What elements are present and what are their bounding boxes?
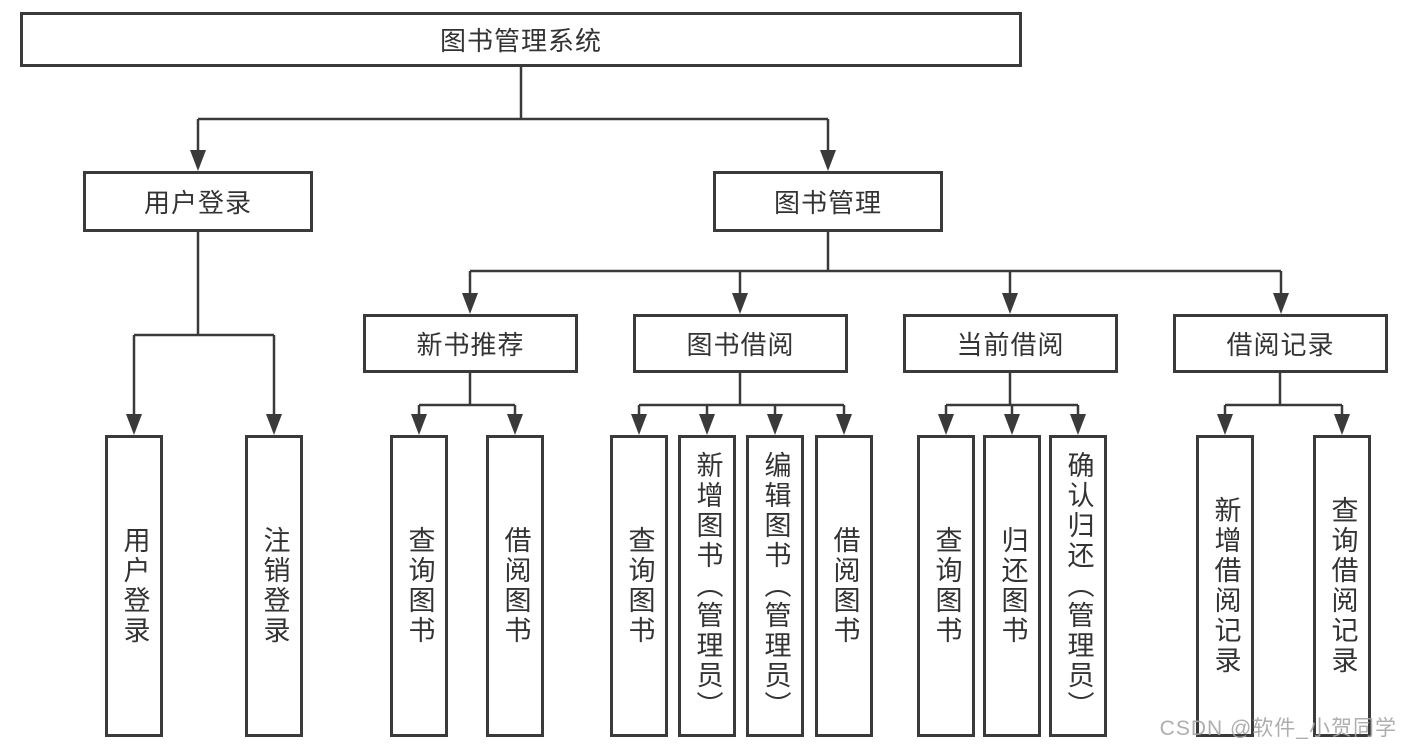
leaf-edit-books-admin: 编辑图书（管理员）	[746, 435, 804, 737]
arrowhead	[938, 414, 954, 435]
node-label: 用户登录	[143, 188, 252, 218]
arrowhead	[411, 414, 427, 435]
node-label: 图书管理系统	[439, 26, 602, 56]
leaf-label: 查询借阅记录	[1327, 496, 1358, 676]
leaf-label: 借阅图书	[500, 526, 531, 646]
node-current-borrowing: 当前借阅	[903, 314, 1118, 373]
leaf-borrow-books: 借阅图书	[815, 435, 873, 737]
node-user-login: 用户登录	[83, 171, 313, 232]
leaf-user-login: 用户登录	[105, 435, 163, 737]
arrowhead	[767, 414, 783, 435]
arrowhead	[732, 293, 748, 314]
arrowhead	[836, 414, 852, 435]
leaf-label: 新增图书（管理员）	[692, 451, 723, 721]
arrowhead	[820, 150, 836, 171]
leaf-add-books-admin: 新增图书（管理员）	[678, 435, 736, 737]
leaf-label: 借阅图书	[829, 526, 860, 646]
leaf-label: 查询图书	[624, 526, 655, 646]
node-label: 图书管理	[773, 188, 882, 218]
leaf-add-borrow-record: 新增借阅记录	[1196, 435, 1254, 737]
leaf-label: 新增借阅记录	[1210, 496, 1241, 676]
arrowhead	[1004, 414, 1020, 435]
arrowhead	[190, 150, 206, 171]
leaf-query-borrow-record: 查询借阅记录	[1313, 435, 1371, 737]
arrowhead	[507, 414, 523, 435]
leaf-logout: 注销登录	[245, 435, 303, 737]
node-label: 当前借阅	[956, 330, 1065, 360]
leaf-label: 编辑图书（管理员）	[760, 451, 791, 721]
leaf-confirm-return-admin: 确认归还（管理员）	[1049, 435, 1107, 737]
leaf-label: 注销登录	[259, 526, 290, 646]
node-book-management: 图书管理	[713, 171, 943, 232]
leaf-borrow-books: 借阅图书	[486, 435, 544, 737]
leaf-label: 查询图书	[404, 526, 435, 646]
arrowhead	[631, 414, 647, 435]
arrowhead	[1217, 414, 1233, 435]
node-label: 图书借阅	[686, 330, 795, 360]
node-book-borrowing: 图书借阅	[633, 314, 848, 373]
arrowhead	[462, 293, 478, 314]
node-label: 新书推荐	[416, 330, 525, 360]
csdn-watermark: CSDN @软件_小贺同学	[1159, 717, 1397, 740]
arrowhead	[126, 414, 142, 435]
arrowhead	[699, 414, 715, 435]
leaf-label: 查询图书	[931, 526, 962, 646]
leaf-query-books: 查询图书	[610, 435, 668, 737]
arrowhead	[1273, 293, 1289, 314]
leaf-label: 确认归还（管理员）	[1063, 451, 1094, 721]
node-library-system: 图书管理系统	[20, 12, 1022, 67]
leaf-query-books: 查询图书	[917, 435, 975, 737]
leaf-label: 用户登录	[119, 526, 150, 646]
leaf-query-books: 查询图书	[390, 435, 448, 737]
arrowhead	[266, 414, 282, 435]
leaf-label: 归还图书	[997, 526, 1028, 646]
node-new-book-recommend: 新书推荐	[363, 314, 578, 373]
node-label: 借阅记录	[1226, 330, 1335, 360]
node-borrow-records: 借阅记录	[1173, 314, 1388, 373]
arrowhead	[1070, 414, 1086, 435]
arrowhead	[1002, 293, 1018, 314]
leaf-return-books: 归还图书	[983, 435, 1041, 737]
arrowhead	[1334, 414, 1350, 435]
